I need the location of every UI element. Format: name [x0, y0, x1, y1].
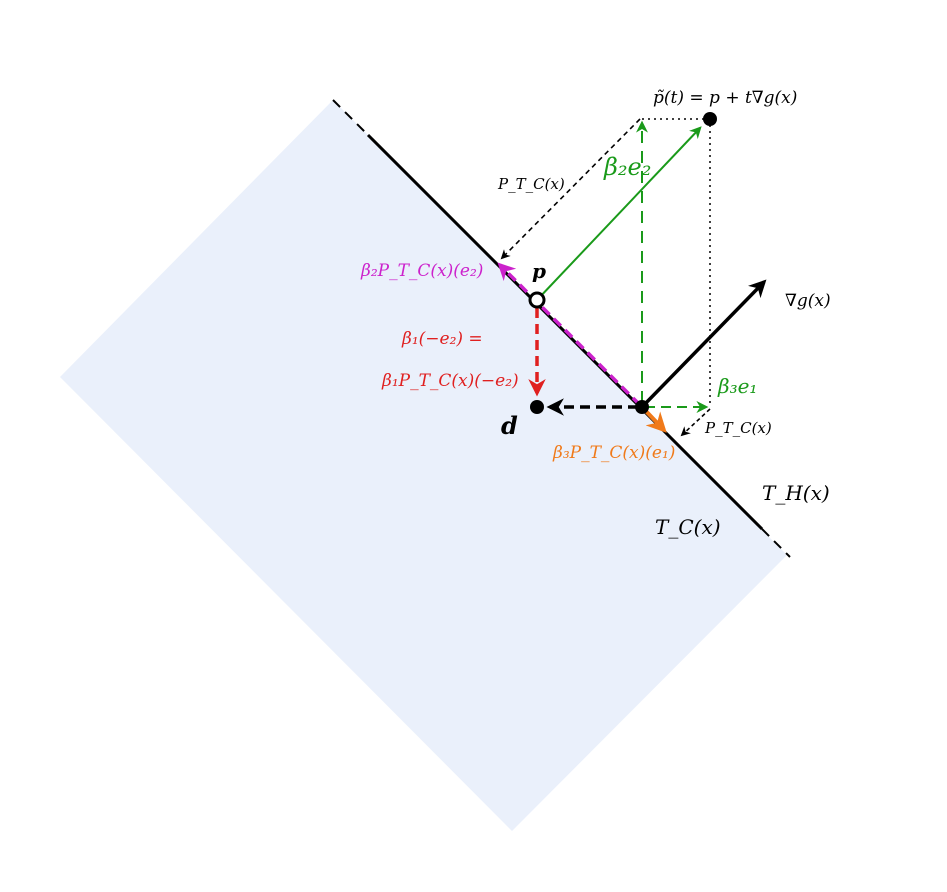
label-beta2-e2: β₂e₂: [603, 153, 651, 181]
hyperplane-dashed-bottom: [761, 528, 791, 558]
gradient-arrow: [640, 279, 767, 409]
projection-arrow-right: [680, 408, 711, 437]
label-p: p: [532, 259, 546, 283]
green-solid-arrow: [536, 126, 702, 301]
label-beta1-line2: β₁P_T_C(x)(−e₂): [381, 371, 519, 391]
point-p-tilde: [703, 112, 717, 126]
hyperplane-dashed-top: [332, 99, 369, 136]
label-projection-right: P_T_C(x): [704, 419, 772, 437]
point-p: [528, 291, 546, 309]
label-d: d: [501, 411, 518, 440]
tangent-cone-region: [60, 100, 787, 831]
label-beta3-e1: β₃e₁: [717, 374, 757, 398]
point-x: [635, 400, 649, 414]
label-projection-top: P_T_C(x): [497, 175, 565, 193]
label-grad-g: ∇g(x): [785, 291, 831, 311]
projection-arrow-top: [500, 118, 641, 260]
label-beta3-projection: β₃P_T_C(x)(e₁): [552, 443, 675, 463]
label-beta1-line1: β₁(−e₂) =: [401, 329, 483, 349]
label-T-C: T_C(x): [655, 515, 721, 539]
label-T-H: T_H(x): [762, 481, 830, 505]
label-beta2-projection: β₂P_T_C(x)(e₂): [360, 261, 483, 281]
point-d: [530, 400, 544, 414]
label-p-tilde: p̃(t) = p + t∇g(x): [653, 88, 797, 108]
magenta-dashed-arrow: [497, 262, 642, 407]
